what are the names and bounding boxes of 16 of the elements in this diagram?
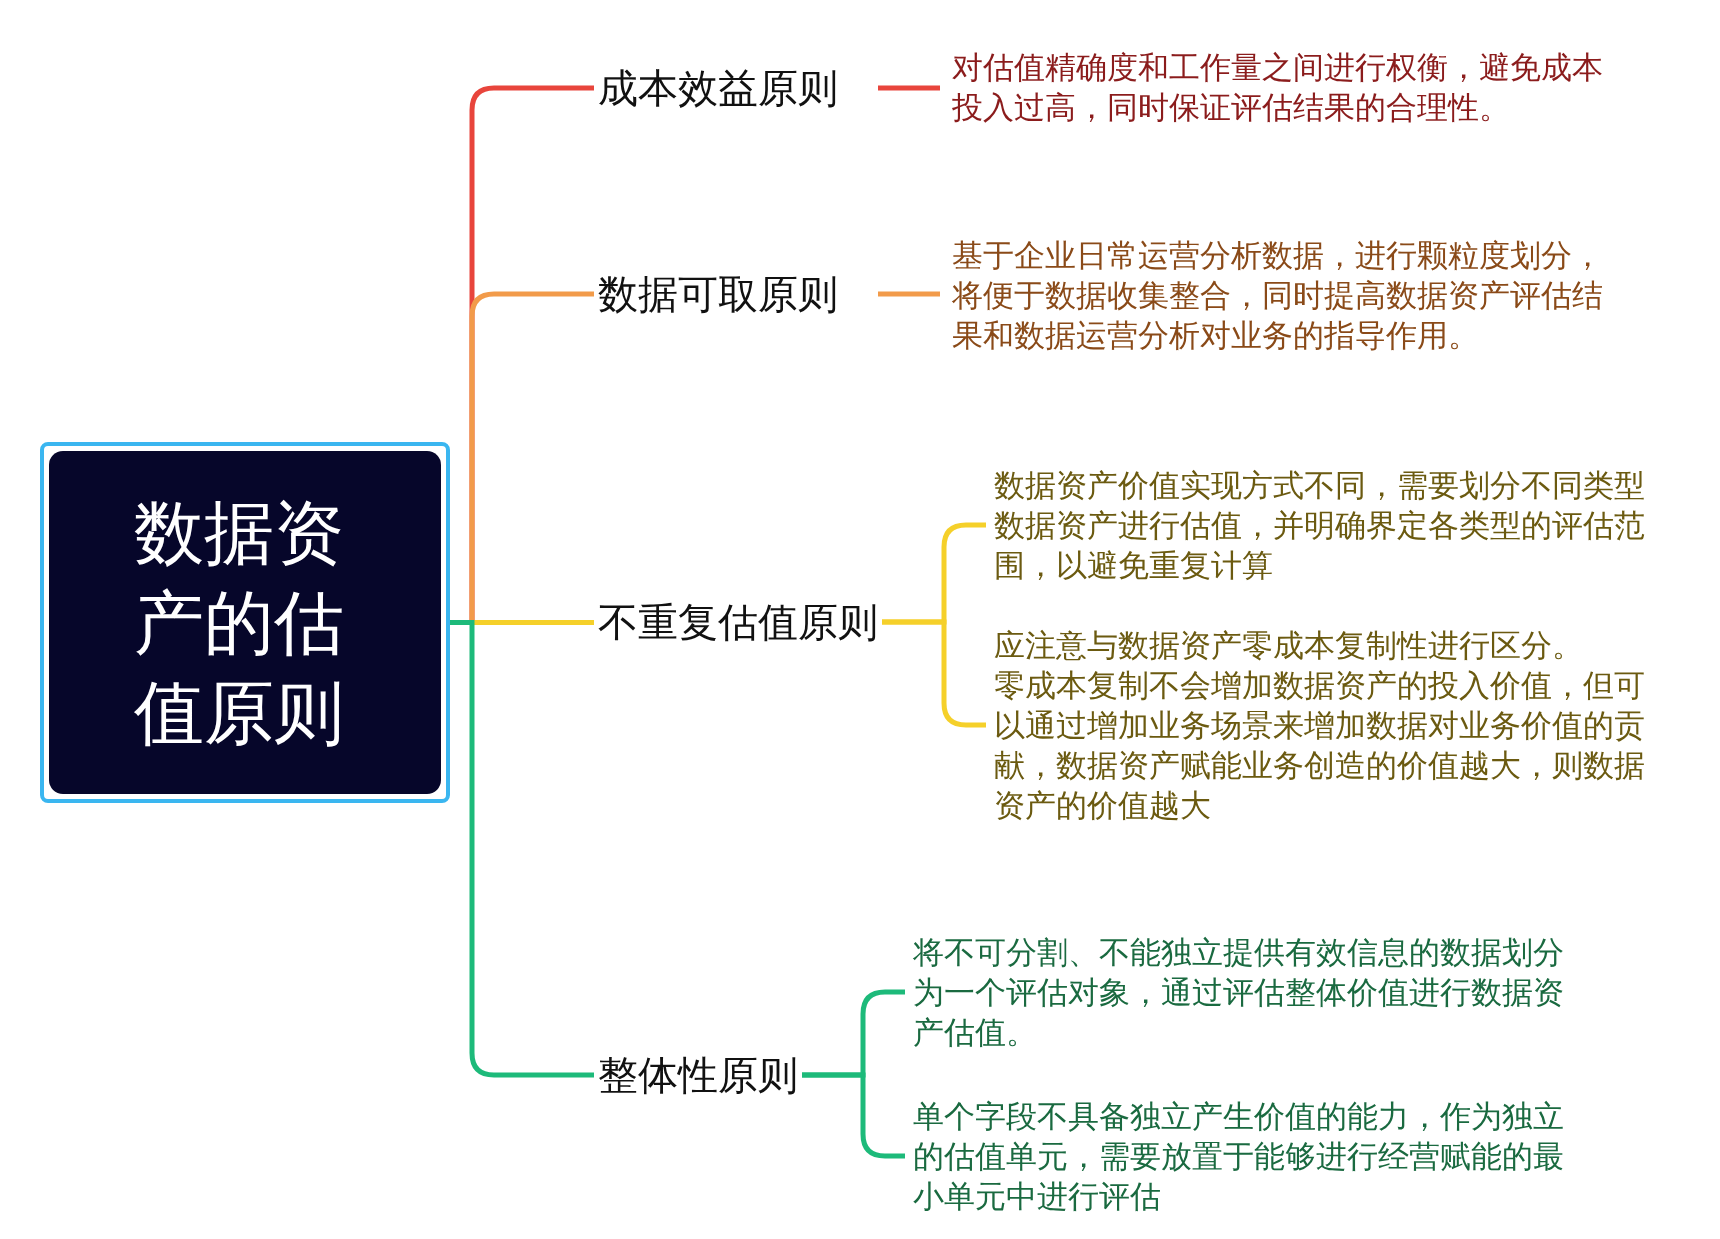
branch-label: 数据可取原则 xyxy=(598,270,838,318)
branch-label: 不重复估值原则 xyxy=(598,598,878,646)
connector-line xyxy=(450,620,594,1078)
root-box: 数据资产的估值原则 xyxy=(40,442,450,803)
branch-label: 成本效益原则 xyxy=(598,64,838,112)
connector-line xyxy=(878,85,940,91)
connector-line xyxy=(878,291,940,297)
description-text: 基于企业日常运营分析数据，进行颗粒度划分，将便于数据收集整合，同时提高数据资产评估结果和数据运营分析对业务的指导作用。 xyxy=(952,235,1622,355)
description-text: 数据资产价值实现方式不同，需要划分不同类型数据资产进行估值，并明确界定各类型的评估范围，以避免重复计算 xyxy=(994,465,1664,585)
description-text: 应注意与数据资产零成本复制性进行区分。 零成本复制不会增加数据资产的投入价值，但可以通过增加业务场景来增加数据对业务价值的贡献，数据资产赋能业务创造的价值越大，则数据资产的价值越大 xyxy=(994,625,1664,825)
description-text: 单个字段不具备独立产生价值的能力，作为独立的估值单元，需要放置于能够进行经营赋能的最小单元中进行评估 xyxy=(913,1096,1583,1216)
connector-line xyxy=(802,1072,905,1159)
description-text: 将不可分割、不能独立提供有效信息的数据划分为一个评估对象，通过评估整体价值进行数据资产估值。 xyxy=(913,932,1583,1052)
description-text: 对估值精确度和工作量之间进行权衡，避免成本投入过高，同时保证评估结果的合理性。 xyxy=(952,47,1622,127)
connector-line xyxy=(882,619,986,728)
branch-label: 整体性原则 xyxy=(598,1051,798,1099)
